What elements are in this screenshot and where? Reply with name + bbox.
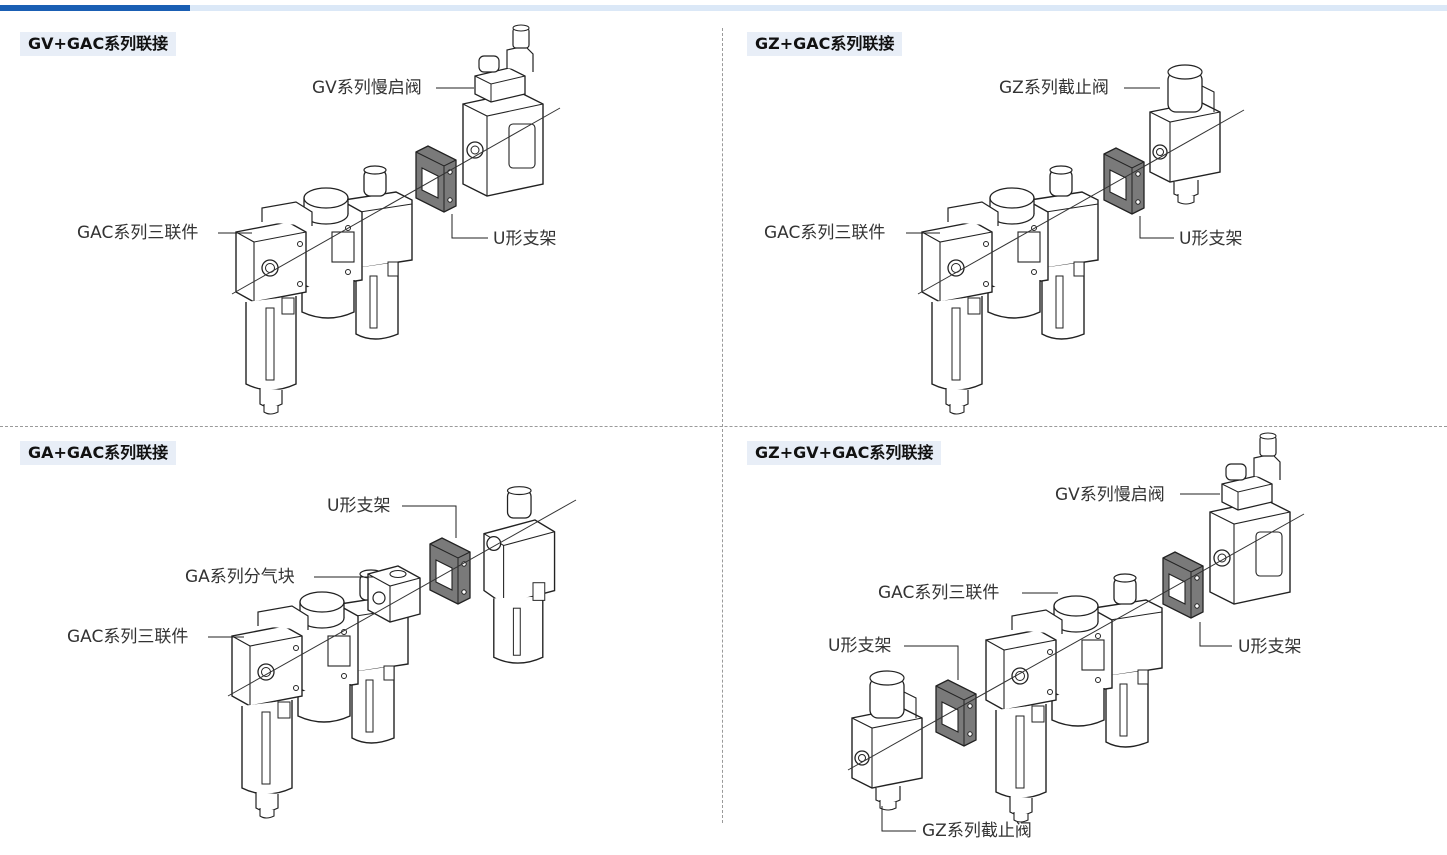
panel-title-gv-gac: GV+GAC系列联接	[20, 32, 177, 56]
vertical-divider	[722, 28, 723, 823]
leader-line	[1199, 622, 1232, 647]
gac-unit-drawing	[235, 165, 413, 415]
label-gac-unit: GAC系列三联件	[77, 223, 199, 243]
leader-line	[904, 645, 959, 680]
label-gac-unit: GAC系列三联件	[764, 223, 886, 243]
label-gac-unit: GAC系列三联件	[878, 583, 1000, 603]
panel-title-ga-gac: GA+GAC系列联接	[20, 441, 177, 465]
gz-valve-drawing	[851, 670, 923, 811]
label-gv-valve: GV系列慢启阀	[312, 78, 422, 98]
panel-title-gz-gac: GZ+GAC系列联接	[747, 32, 903, 56]
header-bar	[0, 5, 1447, 11]
label-u-bracket-left: U形支架	[828, 636, 892, 656]
label-u-bracket-right: U形支架	[1238, 637, 1302, 657]
gac-unit-drawing	[985, 573, 1163, 823]
axis-line	[847, 513, 1305, 771]
leader-line	[402, 505, 457, 538]
u-bracket-drawing	[1103, 147, 1145, 215]
u-bracket-drawing	[935, 679, 977, 747]
leader-line	[1139, 216, 1174, 239]
header-accent-bar	[0, 5, 190, 11]
label-gz-valve: GZ系列截止阀	[999, 78, 1109, 98]
axis-line	[917, 109, 1245, 295]
label-gv-valve: GV系列慢启阀	[1055, 485, 1165, 505]
gz-valve-drawing	[1149, 64, 1221, 205]
label-u-bracket: U形支架	[327, 496, 391, 516]
leader-line	[881, 806, 916, 832]
gac-unit-drawing	[483, 486, 556, 664]
ga-block-drawing	[367, 565, 421, 623]
leader-line	[451, 214, 488, 239]
label-gac-unit: GAC系列三联件	[67, 627, 189, 647]
gv-valve-drawing	[462, 24, 544, 197]
label-u-bracket: U形支架	[493, 229, 557, 249]
axis-line	[227, 499, 577, 697]
gac-unit-drawing	[921, 165, 1099, 415]
u-bracket-drawing	[415, 145, 457, 213]
gv-valve-drawing	[1209, 432, 1291, 605]
label-u-bracket: U形支架	[1179, 229, 1243, 249]
panel-title-gz-gv-gac: GZ+GV+GAC系列联接	[747, 441, 942, 465]
u-bracket-drawing	[1162, 551, 1204, 619]
label-gz-valve: GZ系列截止阀	[922, 821, 1032, 841]
axis-line	[231, 107, 561, 295]
label-ga-block: GA系列分气块	[185, 567, 295, 587]
horizontal-divider	[0, 426, 1447, 427]
